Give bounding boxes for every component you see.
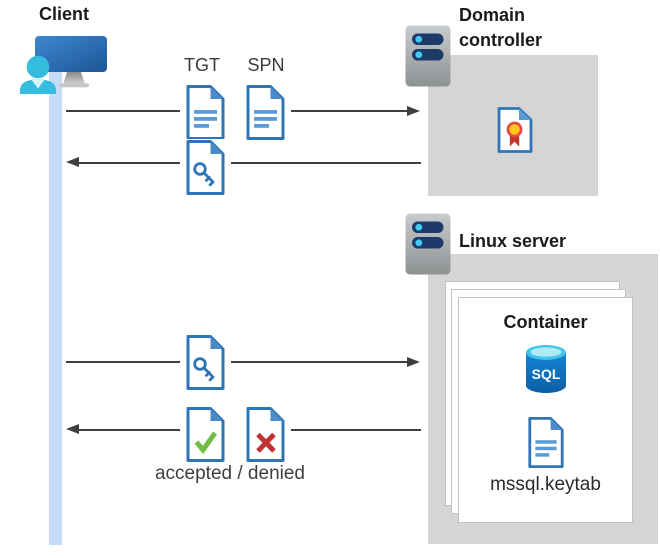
accepted-document-icon bbox=[185, 406, 226, 463]
arrowhead-right-icon bbox=[407, 357, 420, 367]
arrow-dc-to-client-line bbox=[78, 162, 421, 164]
arrowhead-left-icon bbox=[66, 157, 79, 167]
result-documents bbox=[180, 406, 291, 463]
arrow-client-to-server-line bbox=[66, 361, 408, 363]
tgt-label: TGT bbox=[184, 55, 220, 75]
domain-controller-label: Domain controller bbox=[459, 5, 543, 50]
person-at-monitor-icon bbox=[6, 28, 110, 94]
spn-document-icon bbox=[245, 84, 286, 141]
arrowhead-right-icon bbox=[407, 106, 420, 116]
sql-badge-text: SQL bbox=[531, 366, 560, 382]
key-document-icon bbox=[185, 334, 226, 391]
ticket-document bbox=[180, 334, 231, 391]
key-document-icon bbox=[185, 139, 226, 196]
sql-database-icon: SQL bbox=[523, 344, 569, 394]
client-lifeline bbox=[49, 58, 62, 545]
spn-label: SPN bbox=[247, 55, 285, 75]
keytab-document-icon bbox=[527, 416, 565, 469]
container-card: Container SQL mssql.keytab bbox=[458, 297, 633, 523]
denied-document-icon bbox=[245, 406, 286, 463]
container-label: Container bbox=[503, 312, 588, 332]
request-documents bbox=[180, 84, 291, 141]
accepted-denied-label: accepted / denied bbox=[154, 463, 305, 484]
keytab-label: mssql.keytab bbox=[490, 474, 601, 495]
tgt-document-icon bbox=[185, 84, 226, 141]
server-rack-icon bbox=[405, 213, 451, 275]
linux-server-label: Linux server bbox=[459, 231, 567, 251]
client-label: Client bbox=[38, 4, 89, 24]
certificate-icon bbox=[496, 106, 534, 154]
server-rack-icon bbox=[405, 25, 451, 87]
arrowhead-left-icon bbox=[66, 424, 79, 434]
ticket-document bbox=[180, 139, 231, 196]
